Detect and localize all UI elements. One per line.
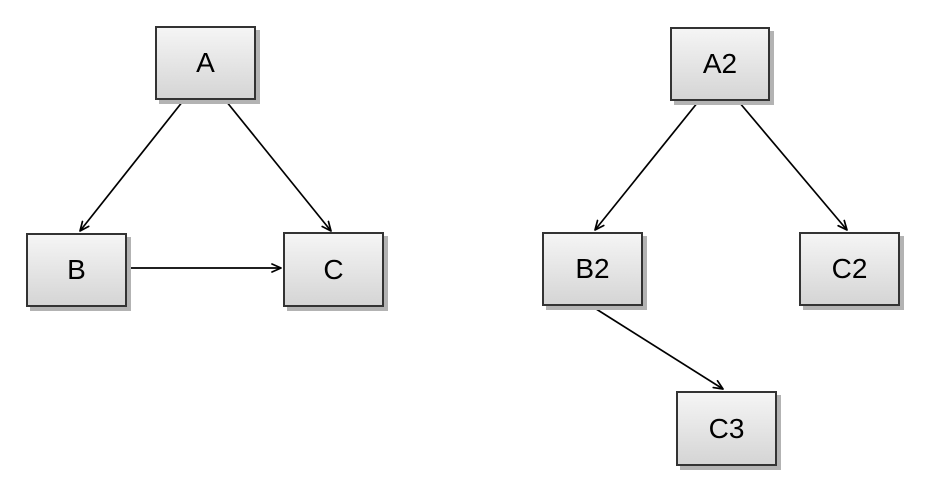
node-a[interactable]: A bbox=[155, 26, 256, 100]
node-c3[interactable]: C3 bbox=[676, 391, 777, 466]
node-label: C3 bbox=[708, 412, 745, 444]
node-label: B bbox=[67, 254, 86, 285]
node-b[interactable]: B bbox=[26, 233, 127, 307]
node-label: A2 bbox=[702, 48, 738, 79]
edge-b2-c3 bbox=[592, 306, 724, 390]
node-a2[interactable]: A2 bbox=[670, 27, 770, 101]
edge-a2-b2 bbox=[594, 101, 699, 231]
edge-a-c bbox=[225, 100, 332, 232]
node-label: C2 bbox=[831, 253, 868, 284]
node-label: A bbox=[196, 47, 215, 78]
node-label: B2 bbox=[575, 253, 610, 284]
edge-a-b bbox=[79, 100, 184, 232]
edge-a2-c2 bbox=[738, 101, 848, 231]
node-label: C bbox=[323, 253, 344, 285]
node-c[interactable]: C bbox=[283, 232, 384, 307]
node-c2[interactable]: C2 bbox=[799, 232, 900, 306]
node-b2[interactable]: B2 bbox=[542, 232, 643, 306]
